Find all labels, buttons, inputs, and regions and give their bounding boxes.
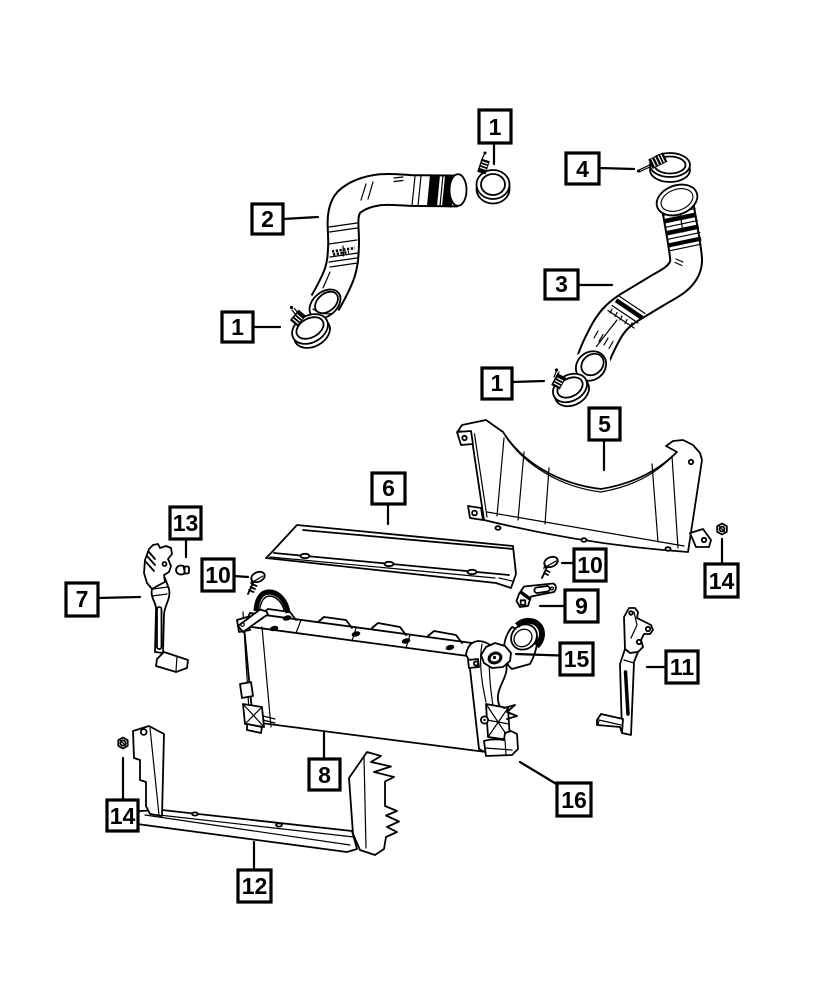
svg-text:3: 3 <box>555 271 568 297</box>
svg-text:10: 10 <box>577 552 603 578</box>
svg-text:11: 11 <box>670 654 695 680</box>
svg-text:10: 10 <box>205 562 231 588</box>
svg-text:1: 1 <box>231 314 244 340</box>
svg-text:14: 14 <box>709 568 735 594</box>
svg-text:12: 12 <box>242 873 268 899</box>
svg-text:16: 16 <box>561 787 587 813</box>
svg-text:6: 6 <box>382 475 395 501</box>
svg-text:13: 13 <box>173 510 199 536</box>
svg-text:1: 1 <box>491 370 504 396</box>
svg-text:4: 4 <box>576 156 589 182</box>
svg-text:5: 5 <box>598 411 611 437</box>
svg-text:7: 7 <box>76 586 89 612</box>
svg-text:14: 14 <box>110 803 136 829</box>
svg-text:1: 1 <box>489 114 502 140</box>
svg-text:2: 2 <box>261 206 274 232</box>
svg-text:9: 9 <box>575 593 588 619</box>
svg-text:8: 8 <box>318 762 331 788</box>
svg-text:15: 15 <box>564 646 590 672</box>
